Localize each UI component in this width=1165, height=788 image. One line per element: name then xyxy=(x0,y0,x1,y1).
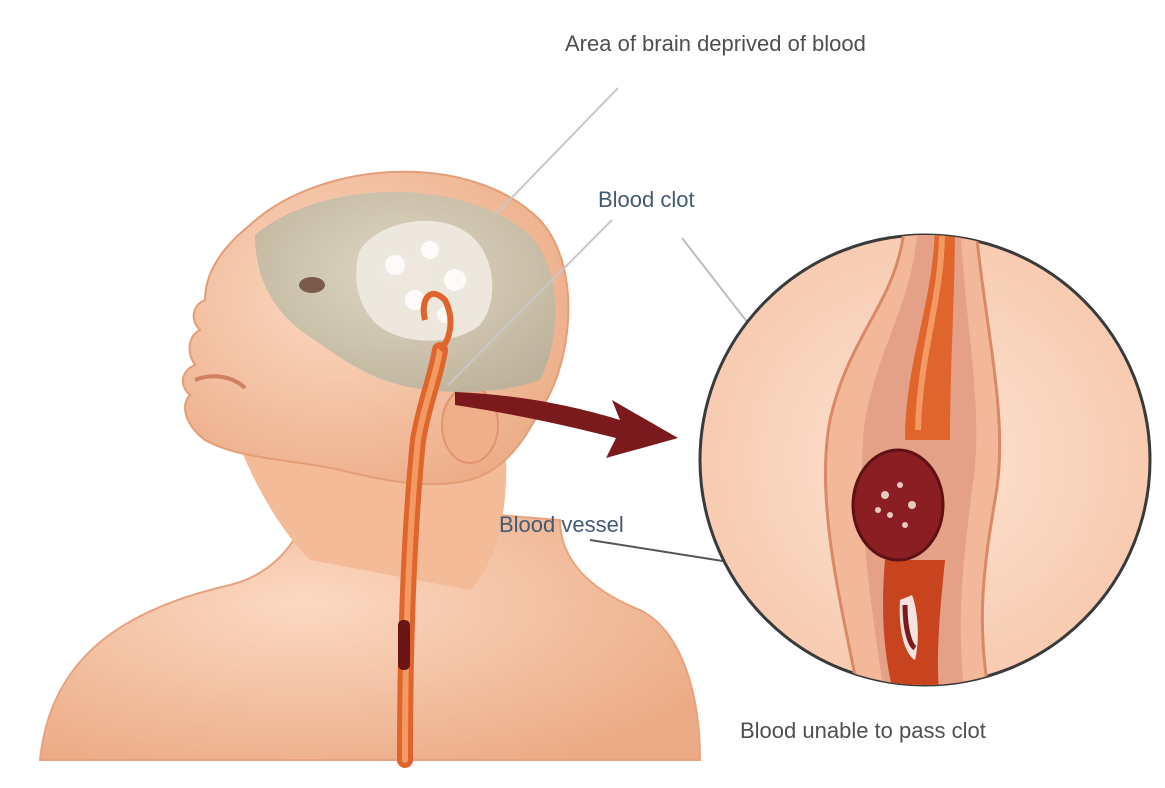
label-deprived-area: Area of brain deprived of blood xyxy=(565,33,866,55)
deprived-area xyxy=(356,221,492,341)
eye xyxy=(299,277,325,293)
blood-clot xyxy=(853,450,943,560)
label-blood-vessel: Blood vessel xyxy=(499,514,624,536)
neck-clot xyxy=(398,620,410,670)
label-blood-clot: Blood clot xyxy=(598,189,695,211)
label-blood-unable: Blood unable to pass clot xyxy=(740,720,986,742)
